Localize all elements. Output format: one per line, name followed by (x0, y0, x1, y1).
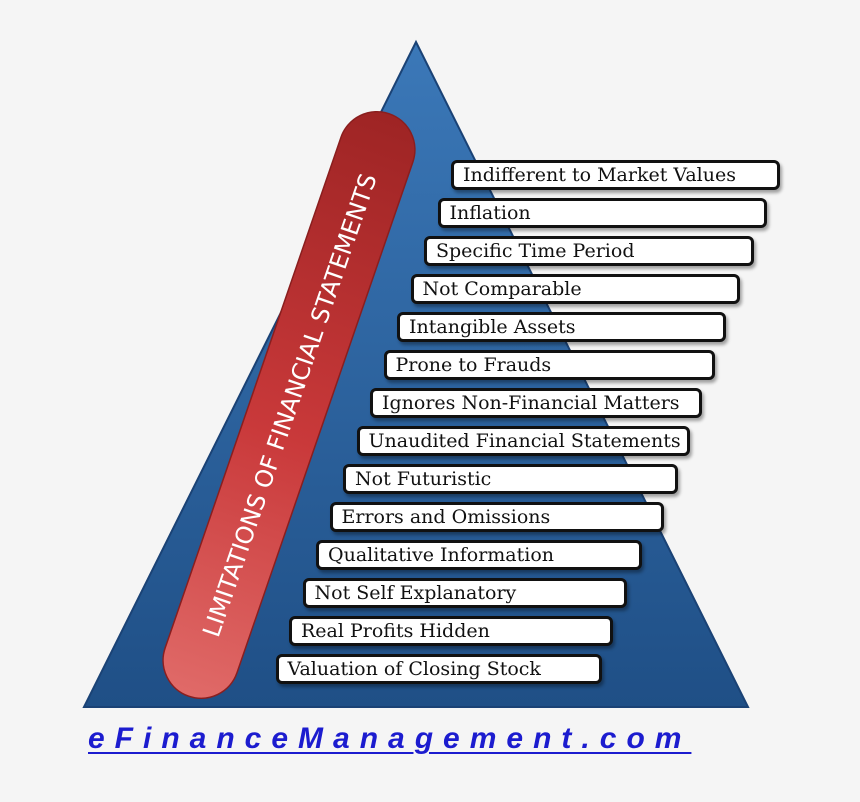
limitation-label: Not Self Explanatory (314, 582, 517, 604)
limitation-item: Unaudited Financial Statements (356, 426, 690, 456)
limitation-label: Not Futuristic (355, 468, 492, 490)
limitation-label: Inflation (449, 202, 531, 224)
limitation-item: Ignores Non-Financial Matters (370, 388, 702, 418)
site-link[interactable]: eFinanceManagement.com (88, 722, 692, 755)
limitation-label: Valuation of Closing Stock (287, 658, 541, 680)
limitation-item: Intangible Assets (397, 312, 726, 342)
limitation-item: Not Self Explanatory (302, 578, 627, 608)
limitation-label: Intangible Assets (409, 316, 576, 338)
limitation-item: Qualitative Information (316, 540, 642, 570)
limitation-label: Errors and Omissions (341, 506, 551, 528)
limitation-item: Valuation of Closing Stock (275, 654, 602, 684)
limitation-item: Errors and Omissions (329, 502, 664, 532)
limitation-label: Specific Time Period (436, 240, 635, 262)
limitation-label: Ignores Non-Financial Matters (382, 392, 680, 414)
limitation-label: Real Profits Hidden (301, 620, 490, 642)
limitation-item: Indifferent to Market Values (451, 160, 780, 190)
limitation-label: Qualitative Information (328, 544, 555, 566)
limitation-item: Prone to Frauds (383, 350, 715, 380)
limitation-item: Not Comparable (410, 274, 740, 304)
limitation-item: Specific Time Period (424, 236, 754, 266)
limitation-label: Indifferent to Market Values (463, 164, 736, 186)
limitation-item: Real Profits Hidden (289, 616, 613, 646)
limitation-label: Not Comparable (422, 278, 582, 300)
limitation-item: Not Futuristic (343, 464, 678, 494)
limitation-item: Inflation (437, 198, 767, 228)
limitation-label: Prone to Frauds (395, 354, 552, 376)
limitation-label: Unaudited Financial Statements (368, 430, 681, 452)
